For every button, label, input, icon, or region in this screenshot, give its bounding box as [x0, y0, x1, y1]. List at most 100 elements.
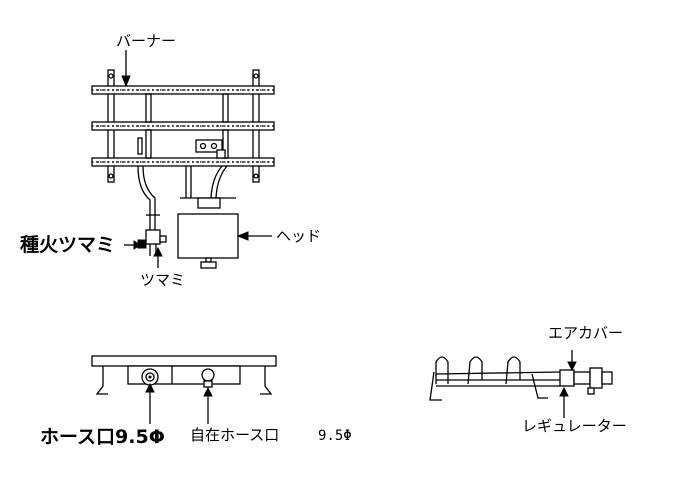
burner-port	[127, 161, 129, 163]
burner-port	[172, 125, 174, 127]
pilot-pipe	[137, 165, 151, 230]
burner-port	[197, 125, 199, 127]
burner-port	[192, 125, 194, 127]
arrow-head	[133, 240, 141, 250]
burner-port	[157, 89, 159, 91]
burner-port	[267, 125, 269, 127]
burner-port	[207, 89, 209, 91]
burner-port	[252, 161, 254, 163]
burner-port	[157, 161, 159, 163]
burner-port	[212, 125, 214, 127]
burner-port	[157, 125, 159, 127]
burner-port	[222, 89, 224, 91]
burner-port	[147, 161, 149, 163]
burner-port	[172, 161, 174, 163]
swivel-hose-port-fitting	[201, 368, 215, 388]
igniter-fitting	[195, 139, 226, 159]
burner-port	[107, 161, 109, 163]
knob	[200, 261, 217, 269]
inner-support	[145, 93, 152, 123]
arrow-head	[153, 246, 163, 257]
burner-port	[112, 89, 114, 91]
front-leg-right	[260, 366, 273, 395]
burner-port	[142, 161, 144, 163]
burner-port	[137, 161, 139, 163]
burner-port	[142, 89, 144, 91]
label-swivel-hose-port: 自在ホース口	[190, 426, 280, 444]
burner-port	[127, 89, 129, 91]
regulator-body	[573, 371, 591, 385]
burner-port	[257, 161, 259, 163]
arrow-head	[203, 386, 213, 397]
burner-port	[162, 89, 164, 91]
burner-port	[172, 89, 174, 91]
label-knob: ツマミ	[140, 271, 186, 289]
label-head: ヘッド	[276, 227, 322, 245]
burner-port	[242, 89, 244, 91]
burner-port	[227, 161, 229, 163]
label-burner: バーナー	[116, 32, 177, 50]
burner-port	[217, 125, 219, 127]
side-leg-right	[531, 373, 548, 399]
burner-port	[212, 89, 214, 91]
burner-port	[147, 125, 149, 127]
burner-port	[177, 161, 179, 163]
burner-port	[97, 89, 99, 91]
thermocouple	[137, 137, 143, 155]
burner-port	[267, 161, 269, 163]
burner-port	[167, 125, 169, 127]
burner-port	[142, 125, 144, 127]
burner-port	[202, 89, 204, 91]
head-bracket	[197, 197, 221, 209]
burner-port	[127, 125, 129, 127]
burner-port	[227, 89, 229, 91]
burner-port	[232, 125, 234, 127]
burner-port	[182, 89, 184, 91]
burner-port	[202, 161, 204, 163]
gas-pipe	[210, 165, 228, 199]
burner-port	[187, 89, 189, 91]
burner-port	[162, 125, 164, 127]
burner-port	[112, 125, 114, 127]
burner-port	[102, 161, 104, 163]
burner-port	[207, 125, 209, 127]
pilot-pipe	[142, 165, 156, 230]
burner-port	[117, 125, 119, 127]
air-cover-cap	[601, 371, 613, 385]
burner-port	[247, 161, 249, 163]
burner-port	[192, 89, 194, 91]
pilot-valve	[137, 229, 167, 256]
burner-port	[232, 89, 234, 91]
burner-port	[197, 161, 199, 163]
burner-port	[112, 161, 114, 163]
burner-port	[247, 89, 249, 91]
regulator-body	[559, 369, 575, 387]
burner-port	[177, 125, 179, 127]
inner-support	[222, 93, 229, 123]
burner-port	[147, 89, 149, 91]
arrow-head	[559, 386, 569, 397]
burner-port	[267, 89, 269, 91]
burner-port	[262, 125, 264, 127]
burner-port	[122, 161, 124, 163]
burner-port	[152, 89, 154, 91]
head-box	[177, 213, 239, 259]
burner-port	[122, 89, 124, 91]
burner-port	[222, 125, 224, 127]
arrow-head	[567, 361, 577, 372]
burner-port	[262, 89, 264, 91]
burner-port	[97, 161, 99, 163]
burner-port	[152, 125, 154, 127]
burner-port	[262, 161, 264, 163]
label-swivel-hose-size: 9.5Φ	[318, 428, 352, 444]
burner-port	[242, 161, 244, 163]
burner-port	[122, 125, 124, 127]
burner-port	[132, 89, 134, 91]
burner-port	[132, 161, 134, 163]
burner-port	[217, 161, 219, 163]
burner-port	[187, 161, 189, 163]
burner-port	[197, 89, 199, 91]
burner-port	[137, 125, 139, 127]
burner-port	[182, 161, 184, 163]
